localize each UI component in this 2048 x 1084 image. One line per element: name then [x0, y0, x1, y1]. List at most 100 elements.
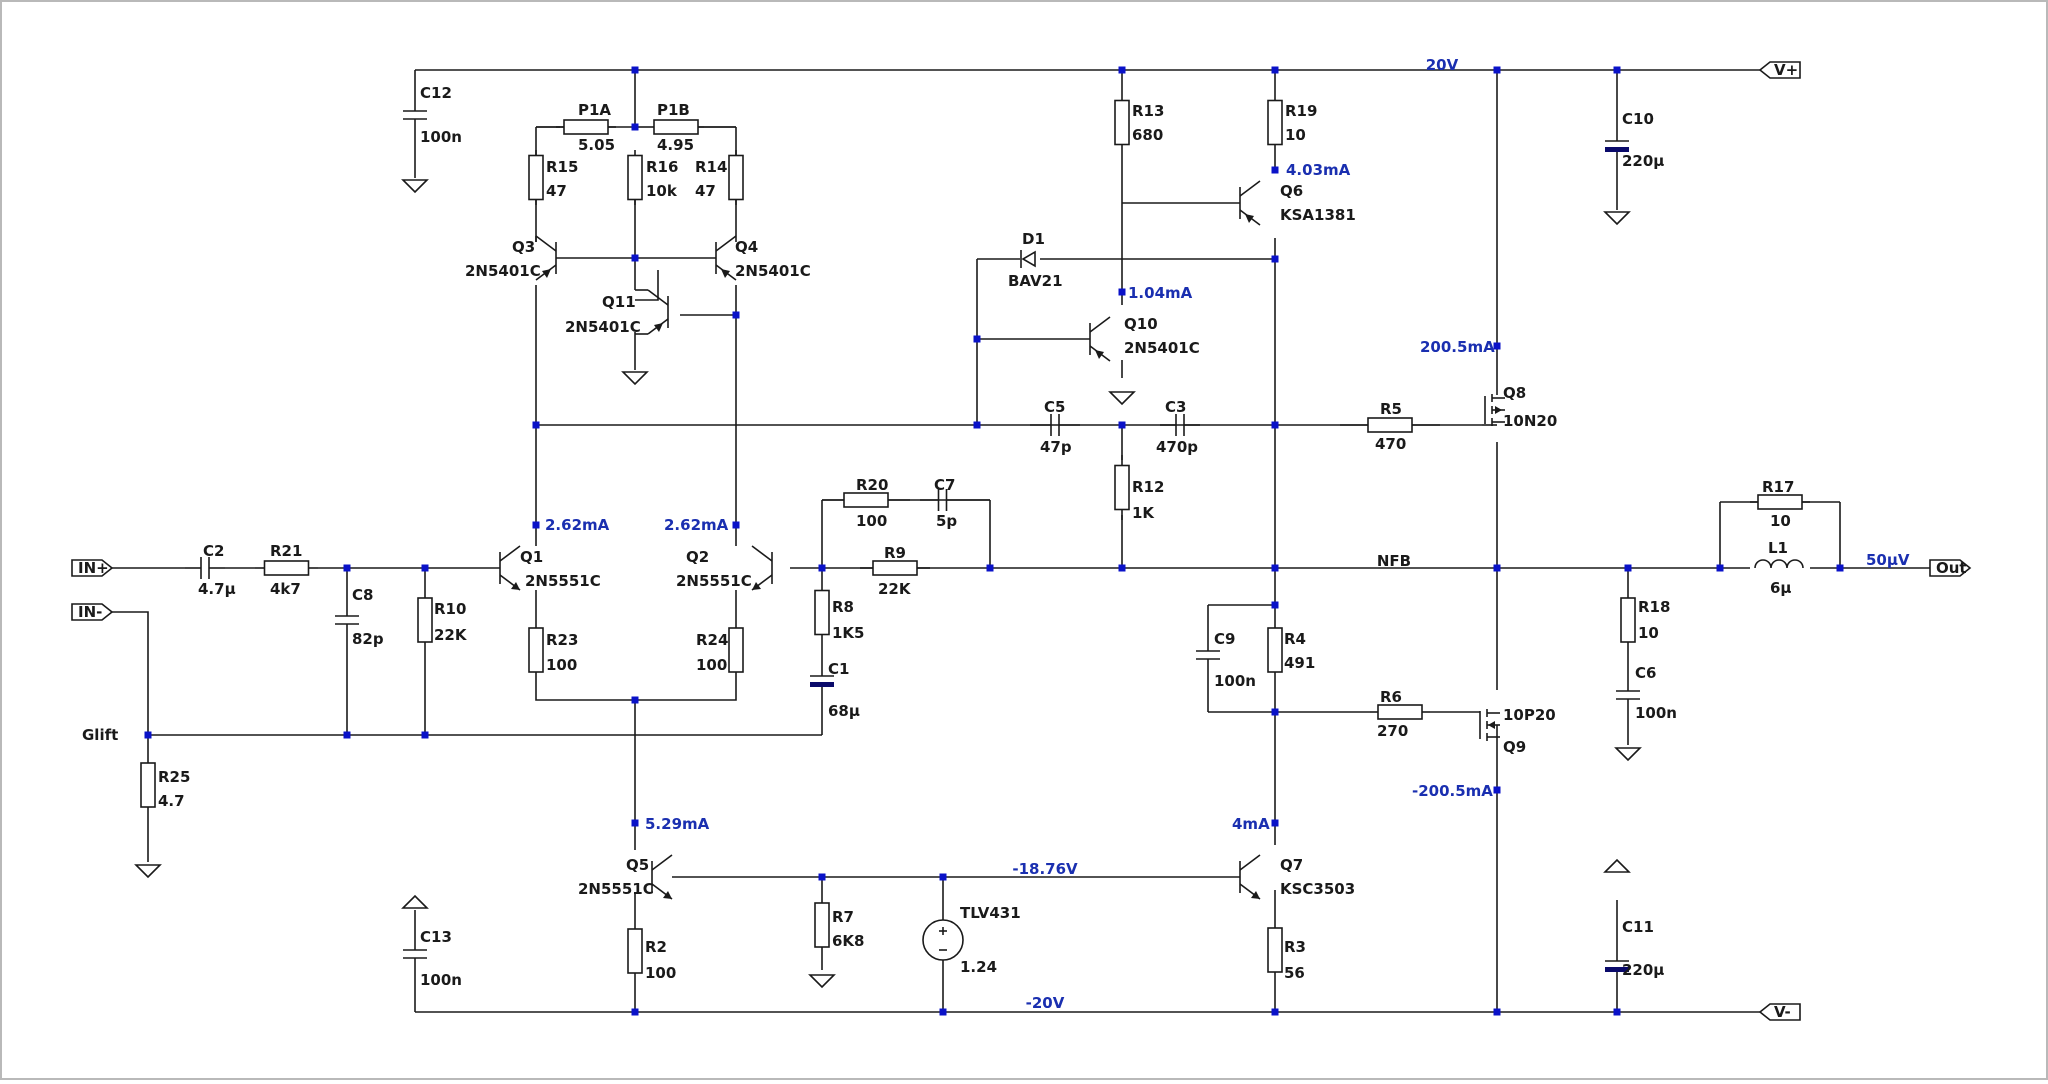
junction-dot	[631, 696, 639, 704]
q3-value-label: 2N5401C	[465, 262, 541, 280]
resistor-r23	[528, 625, 544, 675]
mosfet-q9	[1479, 709, 1500, 741]
capacitor-c12	[403, 100, 427, 130]
wire	[1239, 180, 1261, 197]
junction-dot	[732, 521, 740, 529]
q6-value-label: KSA1381	[1280, 206, 1356, 224]
junction-dot	[421, 731, 429, 739]
q1-ref-label: Q1	[520, 548, 543, 566]
resistor-r13	[1114, 95, 1130, 150]
r5-ref-label: R5	[1380, 400, 1402, 418]
q9-ref-label: Q9	[1503, 738, 1526, 756]
r19-ref-label: R19	[1285, 102, 1317, 120]
r3-ref-label: R3	[1284, 938, 1306, 956]
c2-value-label: 4.7µ	[198, 580, 236, 598]
junction-dot	[1271, 708, 1279, 716]
resistor-r3	[1267, 925, 1283, 975]
c5-ref-label: C5	[1044, 398, 1065, 416]
c8-ref-label: C8	[352, 586, 373, 604]
r7-value-label: 6K8	[832, 932, 865, 950]
c13-ref-label: C13	[420, 928, 452, 946]
r13-value-label: 680	[1132, 126, 1163, 144]
junction-dot	[1271, 564, 1279, 572]
junction-dot	[1624, 564, 1632, 572]
c8-value-label: 82p	[352, 630, 384, 648]
junction-dot	[818, 873, 826, 881]
r12-value-label: 1K	[1132, 504, 1155, 522]
junction-dot	[1271, 66, 1279, 74]
transistor-q6	[1239, 180, 1261, 226]
c11-ref-label: C11	[1622, 918, 1654, 936]
junction-dot	[631, 819, 639, 827]
wire	[1239, 854, 1261, 871]
q11-value-label: 2N5401C	[565, 318, 641, 336]
r23-ref-label: R23	[546, 631, 578, 649]
r23-value-label: 100	[546, 656, 577, 674]
wire	[651, 854, 673, 871]
r20-value-label: 100	[856, 512, 887, 530]
c7-value-label: 5p	[936, 512, 957, 530]
q9-current-label: -200.5mA	[1412, 782, 1493, 800]
c11-value-label: 220µ	[1622, 961, 1664, 979]
q8-value-label: 10N20	[1503, 412, 1557, 430]
q9-value-label: 10P20	[1503, 706, 1556, 724]
resistor-r17	[1750, 494, 1810, 510]
ground-symbol	[1603, 211, 1631, 226]
transistor-q2	[751, 545, 773, 591]
wire	[499, 545, 521, 562]
resistor-r2	[627, 928, 643, 974]
q4-ref-label: Q4	[735, 238, 758, 256]
resistor-r19	[1267, 95, 1283, 150]
resistor-r9	[860, 560, 930, 576]
r19-value-label: 10	[1285, 126, 1306, 144]
in-plus-port	[71, 559, 114, 577]
q10-ref-label: Q10	[1124, 315, 1158, 333]
q5-ref-label: Q5	[626, 856, 649, 874]
junction-dot	[1493, 564, 1501, 572]
wire-in-minus	[100, 611, 149, 735]
resistor-r10	[417, 590, 433, 650]
resistor-r12	[1114, 455, 1130, 520]
ground-symbol	[401, 179, 429, 194]
r2-value-label: 100	[645, 964, 676, 982]
q5-value-label: 2N5551C	[578, 880, 654, 898]
out-voltage-label: 50µV	[1866, 551, 1910, 569]
capacitor-c13	[403, 940, 427, 968]
v-minus-port-text: V-	[1774, 1003, 1791, 1021]
tlv431-value-label: 1.24	[960, 958, 997, 976]
in-plus-port-text: IN+	[78, 559, 109, 577]
v-minus-port	[1758, 1003, 1801, 1021]
junction-dot	[1493, 1008, 1501, 1016]
junction-dot	[532, 521, 540, 529]
capacitor-c1	[810, 655, 834, 705]
r4-value-label: 491	[1284, 654, 1315, 672]
q1-current-label: 2.62mA	[545, 516, 610, 534]
out-port-text: Out	[1936, 559, 1967, 577]
transistor-q11	[647, 289, 669, 335]
junction-dot	[144, 731, 152, 739]
r8-value-label: 1K5	[832, 624, 865, 642]
d1-ref-label: D1	[1022, 230, 1045, 248]
diode-d1	[1020, 250, 1036, 268]
r21-value-label: 4k7	[270, 580, 301, 598]
c2-ref-label: C2	[203, 542, 224, 560]
resistor-r6	[1370, 704, 1430, 720]
nfb-label: NFB	[1377, 552, 1411, 570]
supply-symbol	[401, 894, 429, 909]
c6-ref-label: C6	[1635, 664, 1656, 682]
junction-dot	[1118, 66, 1126, 74]
resistor-r15	[528, 150, 544, 205]
junction-dot	[631, 254, 639, 262]
ground-symbol	[1614, 747, 1642, 762]
junction-dot	[973, 335, 981, 343]
resistor-r7	[814, 902, 830, 948]
c12-ref-label: C12	[420, 84, 452, 102]
capacitor-c10	[1605, 120, 1629, 170]
junction-dot	[1271, 819, 1279, 827]
r13-ref-label: R13	[1132, 102, 1164, 120]
r2-ref-label: R2	[645, 938, 667, 956]
p1b-value-label: 4.95	[657, 136, 694, 154]
junction-dot	[1716, 564, 1724, 572]
r6-value-label: 270	[1377, 722, 1408, 740]
